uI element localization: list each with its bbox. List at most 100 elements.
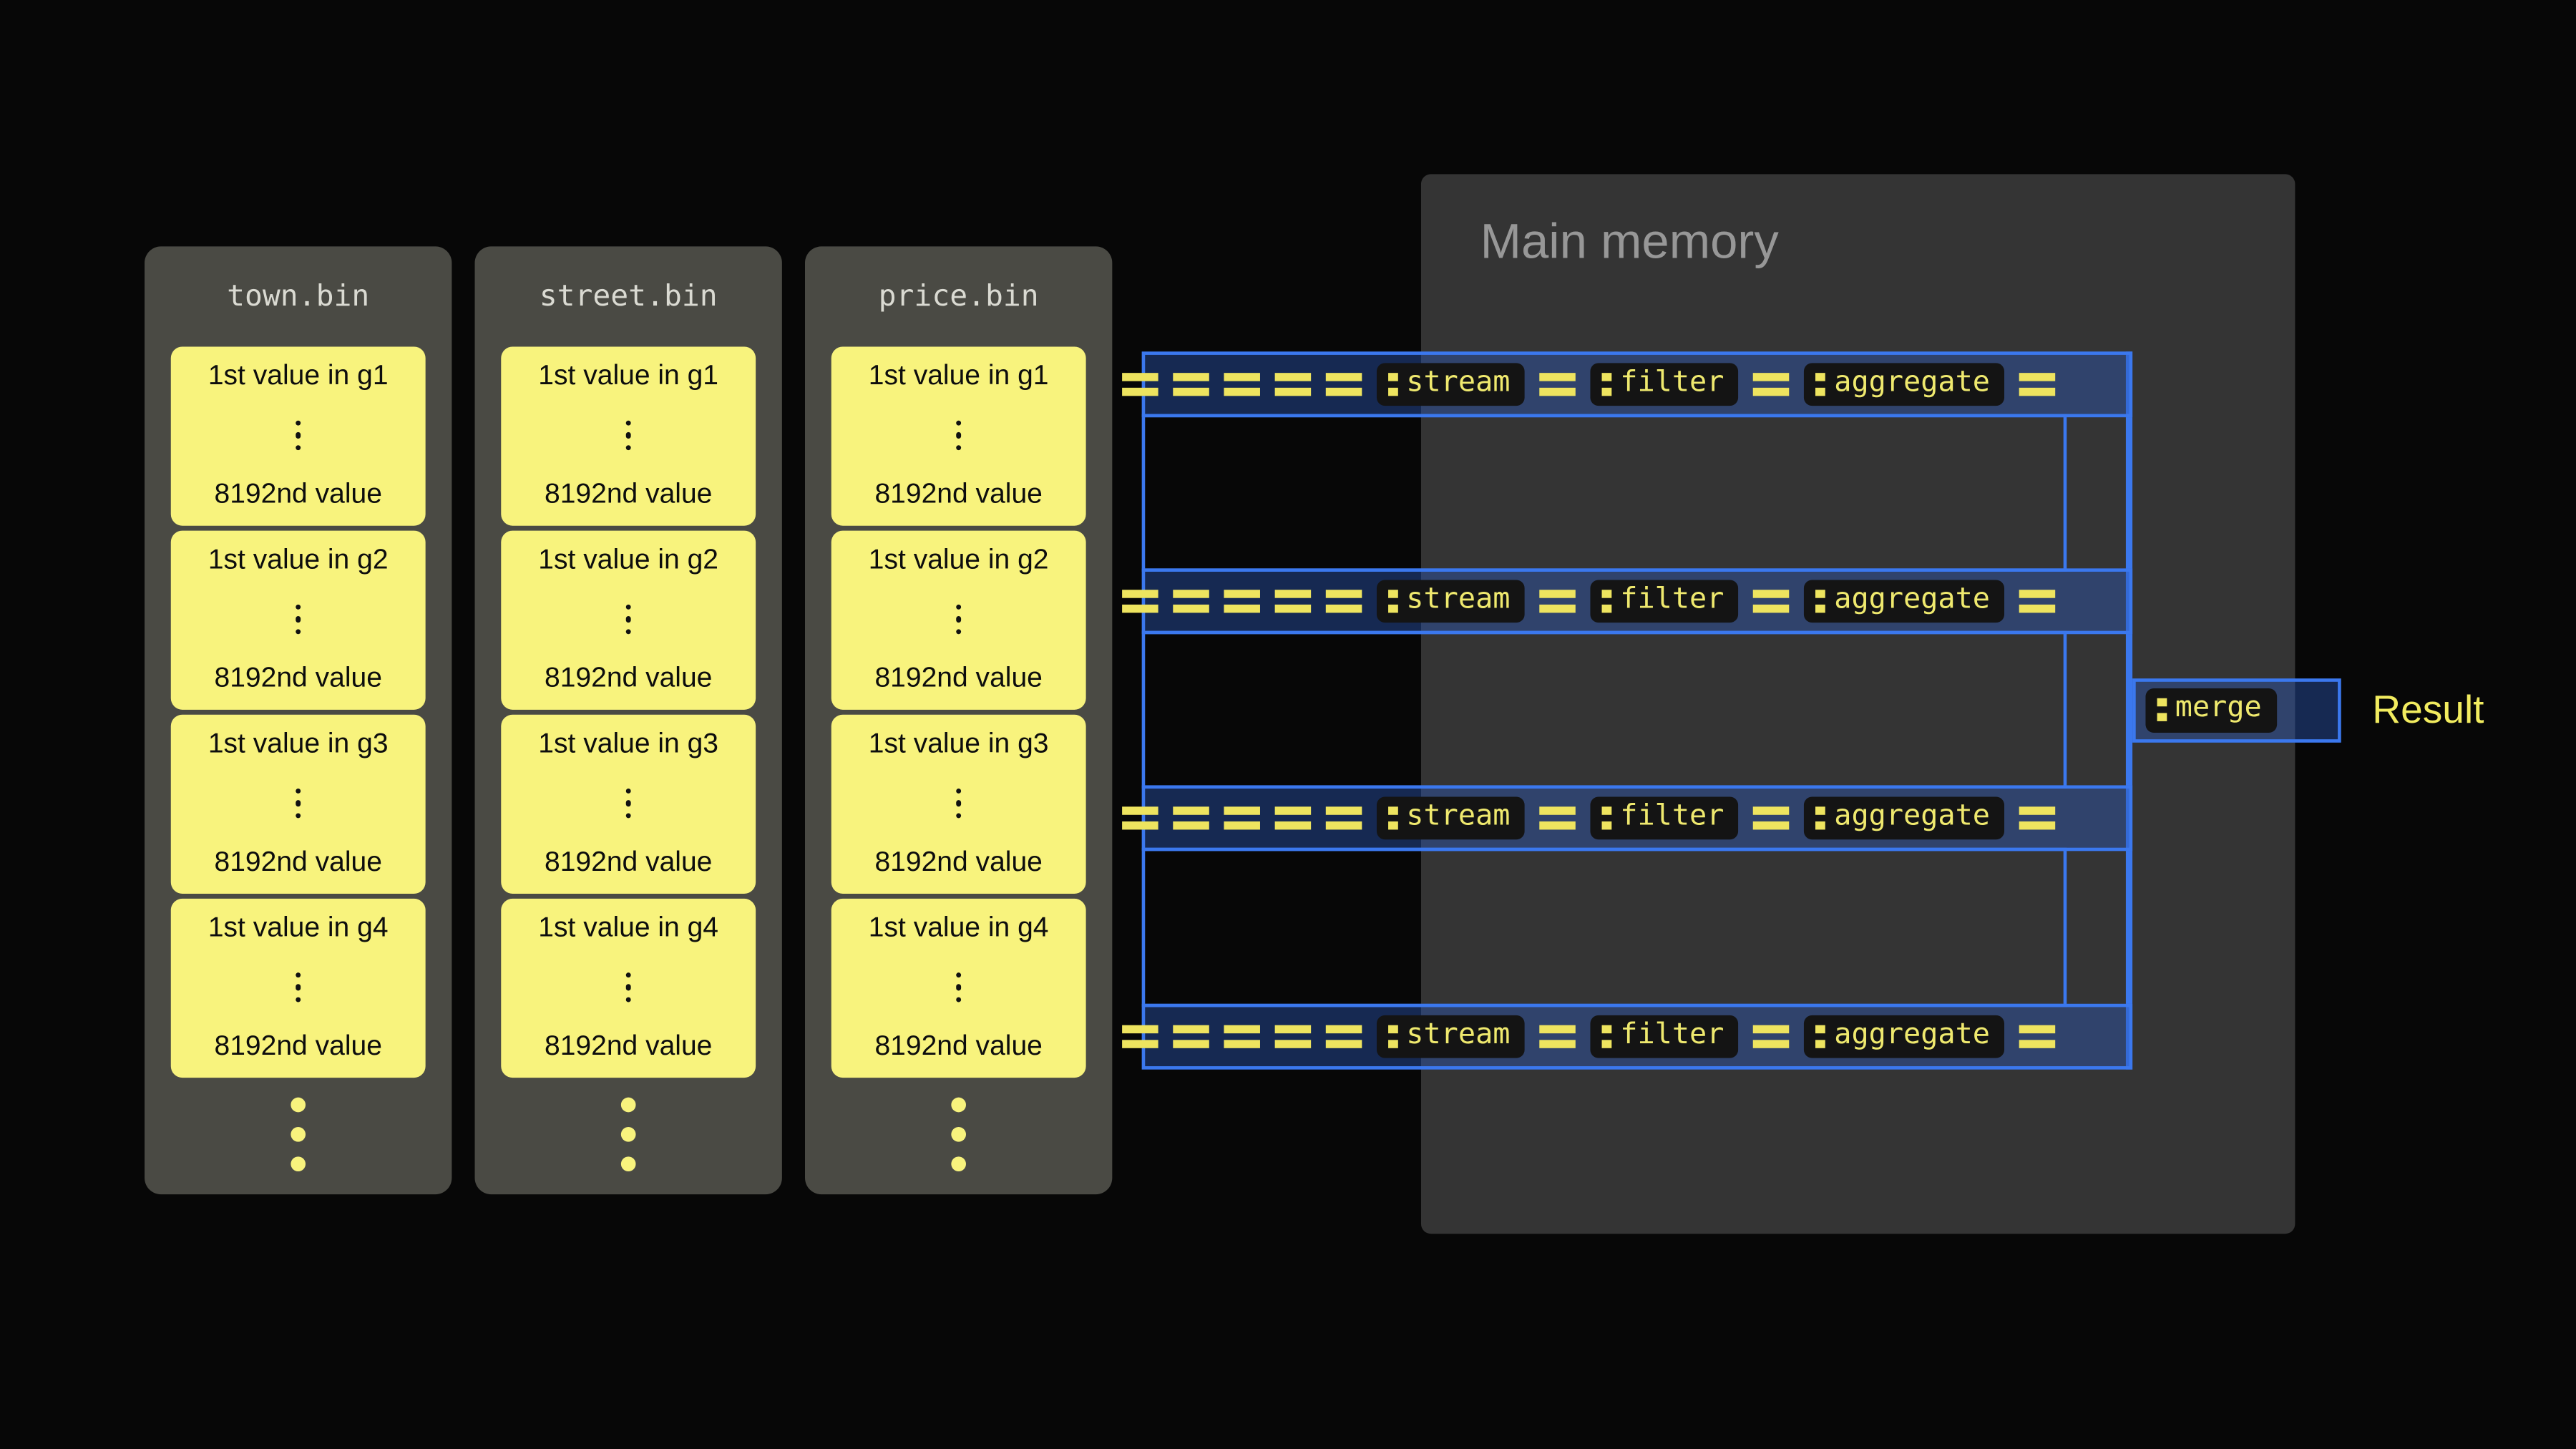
- granule-block-g3: 1st value in g3 8192nd value: [170, 714, 426, 894]
- pipeline-lane-3: stream filter aggregate: [1122, 785, 2133, 852]
- granule-first-label: 1st value in g3: [208, 728, 389, 759]
- lane-row: stream filter aggregate: [1122, 789, 2056, 848]
- pipeline-lane-4: stream filter aggregate: [1122, 1003, 2133, 1070]
- data-chunk-icon: [1274, 590, 1312, 613]
- data-chunk-icon: [1274, 806, 1312, 830]
- vertical-ellipsis-icon: [955, 788, 962, 819]
- granule-block-g3: 1st value in g3 8192nd value: [831, 714, 1086, 894]
- stream-stage-badge: stream: [1376, 579, 1526, 623]
- merge-bar: merge: [2132, 678, 2341, 743]
- lane-row: stream filter aggregate: [1122, 1007, 2056, 1066]
- data-chunk-icon: [1274, 373, 1312, 396]
- granule-block-g1: 1st value in g1 8192nd value: [501, 346, 756, 526]
- granule-first-label: 1st value in g1: [208, 359, 389, 391]
- file-title-town: town.bin: [227, 279, 370, 314]
- data-chunk-icon: [1325, 590, 1362, 613]
- granule-last-label: 8192nd value: [874, 478, 1043, 509]
- data-chunk-icon: [1173, 373, 1209, 396]
- lane-row: stream filter aggregate: [1122, 572, 2056, 631]
- granule-last-label: 8192nd value: [544, 1030, 713, 1062]
- aggregate-stage-badge: aggregate: [1804, 579, 2005, 623]
- filter-stage-badge: filter: [1590, 579, 1740, 623]
- main-memory-title: Main memory: [1480, 215, 1779, 270]
- stream-stage-badge: stream: [1376, 796, 1526, 840]
- granule-block-g2: 1st value in g2 8192nd value: [501, 530, 756, 710]
- data-chunk-icon: [1325, 806, 1362, 830]
- more-granules-ellipsis-icon: [171, 1097, 426, 1171]
- granule-block-g2: 1st value in g2 8192nd value: [170, 530, 426, 710]
- data-chunk-icon: [2019, 806, 2056, 830]
- data-chunk-icon: [1539, 590, 1576, 613]
- data-chunk-icon: [1753, 806, 1790, 830]
- stream-stage-badge: stream: [1376, 1015, 1526, 1059]
- vertical-ellipsis-icon: [295, 972, 301, 1003]
- data-chunk-icon: [2019, 1025, 2056, 1048]
- data-chunk-icon: [1224, 806, 1260, 830]
- granule-first-label: 1st value in g1: [868, 359, 1049, 391]
- data-chunk-icon: [1539, 806, 1576, 830]
- vertical-ellipsis-icon: [625, 604, 632, 635]
- data-chunk-icon: [1325, 373, 1362, 396]
- filter-stage-badge: filter: [1590, 362, 1740, 406]
- filter-stage-badge: filter: [1590, 1015, 1740, 1059]
- data-chunk-icon: [1173, 590, 1209, 613]
- vertical-ellipsis-icon: [625, 420, 632, 451]
- granule-block-g1: 1st value in g1 8192nd value: [170, 346, 426, 526]
- data-chunk-icon: [1753, 590, 1790, 613]
- granule-first-label: 1st value in g2: [538, 543, 719, 575]
- granule-last-label: 8192nd value: [214, 662, 382, 693]
- granule-first-label: 1st value in g2: [208, 543, 389, 575]
- data-chunk-icon: [1325, 1025, 1362, 1048]
- granule-block-g3: 1st value in g3 8192nd value: [501, 714, 756, 894]
- data-chunk-icon: [2019, 590, 2056, 613]
- aggregate-stage-badge: aggregate: [1804, 796, 2005, 840]
- data-chunk-icon: [1539, 1025, 1576, 1048]
- vertical-ellipsis-icon: [295, 604, 301, 635]
- granule-last-label: 8192nd value: [214, 478, 382, 509]
- pipeline-lane-1: stream filter aggregate: [1122, 351, 2133, 418]
- vertical-ellipsis-icon: [955, 420, 962, 451]
- data-chunk-icon: [1122, 373, 1158, 396]
- more-granules-ellipsis-icon: [501, 1097, 756, 1171]
- aggregate-stage-badge: aggregate: [1804, 1015, 2005, 1059]
- data-chunk-icon: [1224, 590, 1260, 613]
- vertical-ellipsis-icon: [955, 972, 962, 1003]
- data-chunk-icon: [1122, 590, 1158, 613]
- granule-first-label: 1st value in g1: [538, 359, 719, 391]
- granule-block-g4: 1st value in g4 8192nd value: [831, 898, 1086, 1078]
- granule-block-g2: 1st value in g2 8192nd value: [831, 530, 1086, 710]
- granule-last-label: 8192nd value: [214, 846, 382, 878]
- granule-block-g4: 1st value in g4 8192nd value: [170, 898, 426, 1078]
- file-panel-street: street.bin 1st value in g1 8192nd value …: [474, 246, 782, 1195]
- merge-connector-line: [2125, 351, 2133, 1070]
- granule-first-label: 1st value in g2: [868, 543, 1049, 575]
- granule-last-label: 8192nd value: [874, 1030, 1043, 1062]
- result-label: Result: [2372, 688, 2484, 733]
- lane-row: stream filter aggregate: [1122, 355, 2056, 414]
- vertical-ellipsis-icon: [295, 420, 301, 451]
- data-chunk-icon: [1122, 1025, 1158, 1048]
- granule-last-label: 8192nd value: [544, 846, 713, 878]
- granule-blocks-street: 1st value in g1 8192nd value 1st value i…: [475, 346, 782, 1171]
- data-chunk-icon: [1539, 373, 1576, 396]
- file-panel-price: price.bin 1st value in g1 8192nd value 1…: [805, 246, 1113, 1195]
- data-chunk-icon: [1173, 806, 1209, 830]
- stream-stage-badge: stream: [1376, 362, 1526, 406]
- data-chunk-icon: [1224, 373, 1260, 396]
- granule-first-label: 1st value in g4: [538, 912, 719, 943]
- filter-stage-badge: filter: [1590, 796, 1740, 840]
- pipeline-lane-2: stream filter aggregate: [1122, 568, 2133, 635]
- file-panel-town: town.bin 1st value in g1 8192nd value 1s…: [145, 246, 452, 1195]
- granule-last-label: 8192nd value: [874, 846, 1043, 878]
- data-chunk-icon: [2019, 373, 2056, 396]
- file-title-street: street.bin: [539, 279, 718, 314]
- lane-connector-box-3: [1141, 847, 2067, 1008]
- granule-first-label: 1st value in g4: [868, 912, 1049, 943]
- data-chunk-icon: [1753, 373, 1790, 396]
- merge-stage-badge: merge: [2145, 688, 2277, 733]
- data-chunk-icon: [1173, 1025, 1209, 1048]
- data-chunk-icon: [1122, 806, 1158, 830]
- granule-last-label: 8192nd value: [874, 662, 1043, 693]
- data-chunk-icon: [1753, 1025, 1790, 1048]
